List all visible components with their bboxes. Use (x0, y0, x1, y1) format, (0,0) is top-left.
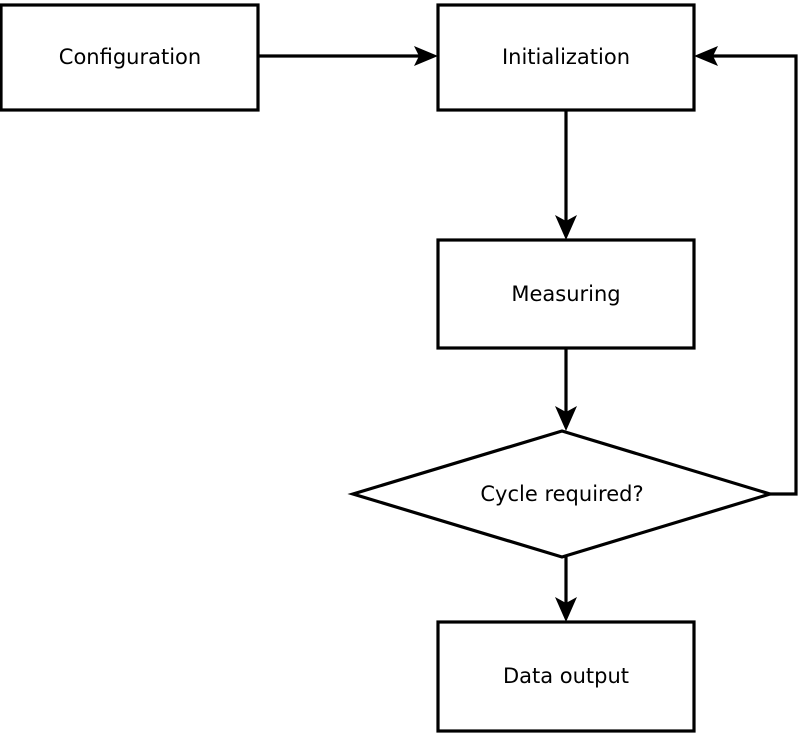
node-initialization[interactable]: Initialization (436, 3, 696, 112)
node-measuring-box[interactable] (436, 238, 696, 350)
node-initialization-label: Initialization (502, 45, 630, 69)
arrowhead-into-data-output-top (555, 597, 577, 622)
edge-measuring-to-cycle-required (555, 348, 577, 431)
edge-cycle-required-to-data-output (555, 557, 577, 622)
node-data-output[interactable]: Data output (436, 620, 696, 733)
edge-cycle-required-to-initialization (694, 46, 798, 496)
node-configuration[interactable]: Configuration (0, 3, 260, 112)
node-initialization-box[interactable] (436, 3, 696, 112)
node-data-output-label: Data output (503, 664, 629, 688)
node-data-output-box[interactable] (436, 620, 696, 733)
edge-configuration-to-initialization (258, 46, 438, 66)
node-configuration-label: Configuration (59, 45, 201, 69)
edge-initialization-to-measuring (555, 110, 577, 240)
arrowhead-into-cycle-required-top (555, 406, 577, 431)
arrowhead-into-initialization-left (414, 46, 438, 66)
node-measuring-label: Measuring (511, 282, 620, 306)
edge-line-feedback-loop (708, 54, 798, 496)
node-cycle-required-label: Cycle required? (480, 482, 643, 506)
node-configuration-box[interactable] (0, 3, 260, 112)
arrowhead-into-measuring-top (555, 215, 577, 240)
arrowhead-into-initialization-right (694, 46, 718, 66)
node-measuring[interactable]: Measuring (436, 238, 696, 350)
node-cycle-required[interactable]: Cycle required? (347, 429, 776, 559)
node-cycle-required-diamond[interactable] (347, 429, 776, 559)
